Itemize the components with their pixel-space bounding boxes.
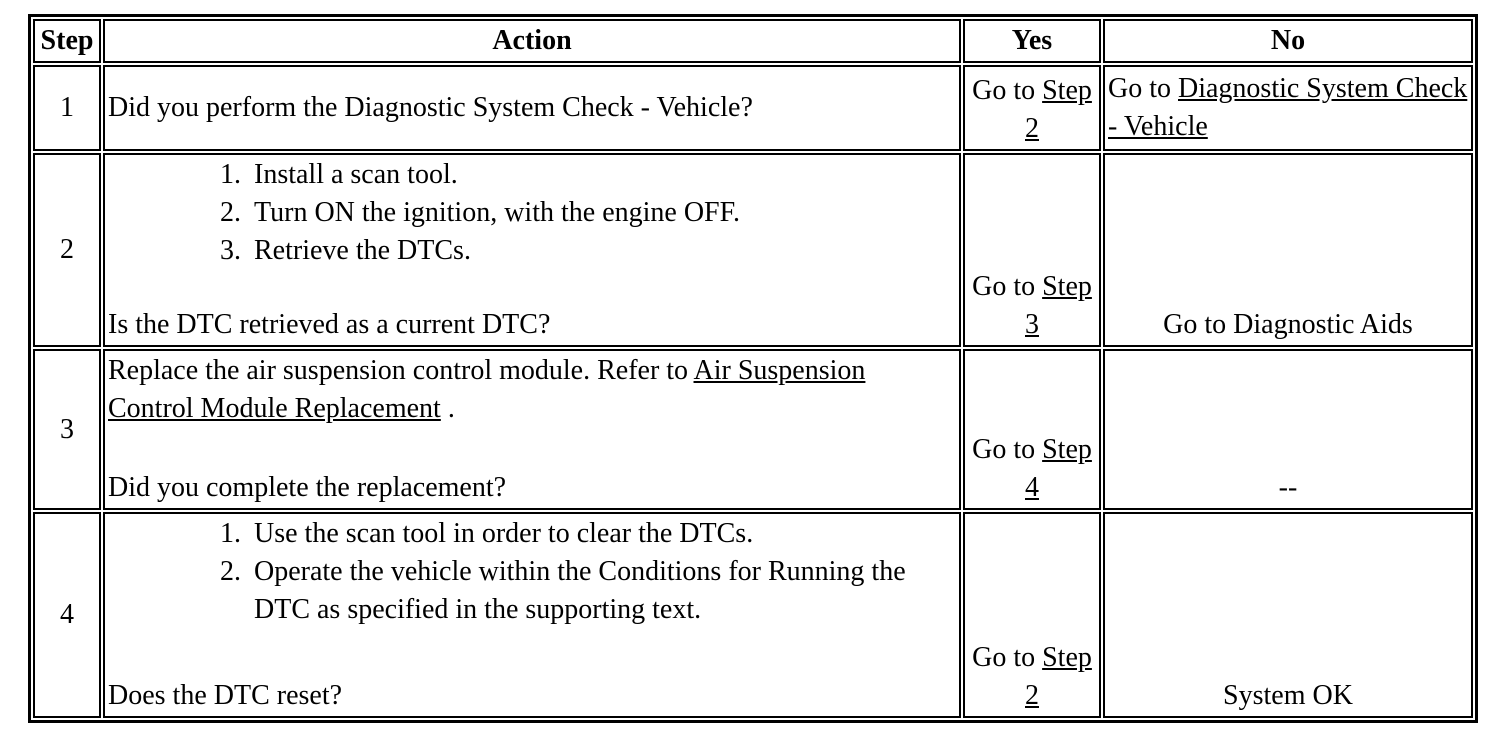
- link-step-2[interactable]: Step 2: [1025, 641, 1092, 711]
- no-text: System OK: [1223, 680, 1353, 711]
- action-prefix-text: Replace the air suspension control modul…: [108, 355, 694, 387]
- yes-cell: Go to Step 3: [963, 153, 1101, 348]
- yes-cell: Go to Step 4: [963, 349, 1101, 511]
- step-number: 3: [33, 349, 101, 511]
- col-header-step: Step: [33, 19, 101, 64]
- link-step-3[interactable]: Step 3: [1025, 270, 1092, 340]
- action-cell: Use the scan tool in order to clear the …: [103, 512, 961, 719]
- action-list-item: Operate the vehicle within the Condition…: [248, 553, 956, 629]
- col-header-no: No: [1103, 19, 1473, 64]
- action-list-item: Use the scan tool in order to clear the …: [248, 515, 956, 553]
- action-list-item: Retrieve the DTCs.: [248, 232, 956, 270]
- action-question: Is the DTC retrieved as a current DTC?: [108, 309, 551, 340]
- step-row-2: 2 Install a scan tool. Turn ON the ignit…: [33, 153, 1473, 348]
- link-diagnostic-system-check-vehicle[interactable]: Diagnostic System Check - Vehicle: [1108, 73, 1468, 143]
- yes-prefix-text: Go to: [972, 641, 1043, 673]
- step-row-3: 3 Replace the air suspension control mod…: [33, 349, 1473, 511]
- col-header-yes: Yes: [963, 19, 1101, 64]
- no-text: Go to Diagnostic Aids: [1163, 309, 1413, 340]
- action-text: Replace the air suspension control modul…: [108, 352, 956, 428]
- action-question: Did you complete the replacement?: [108, 472, 507, 503]
- action-list: Use the scan tool in order to clear the …: [108, 515, 956, 629]
- yes-cell: Go to Step 2: [963, 512, 1101, 719]
- action-list-item: Turn ON the ignition, with the engine OF…: [248, 194, 956, 232]
- step-row-1: 1 Did you perform the Diagnostic System …: [33, 65, 1473, 152]
- yes-prefix-text: Go to: [972, 74, 1043, 106]
- no-cell: Go to Diagnostic System Check - Vehicle: [1103, 65, 1473, 152]
- step-row-4: 4 Use the scan tool in order to clear th…: [33, 512, 1473, 719]
- col-header-action: Action: [103, 19, 961, 64]
- step-number: 1: [33, 65, 101, 152]
- diagnostic-steps-table: Step Action Yes No 1 Did you perform the…: [28, 14, 1478, 724]
- action-question: Did you perform the Diagnostic System Ch…: [108, 92, 753, 124]
- link-air-suspension-control-module-replacement[interactable]: Air Suspension Control Module Replacemen…: [108, 355, 866, 425]
- no-prefix-text: Go to: [1108, 73, 1178, 104]
- no-text: --: [1278, 472, 1298, 503]
- step-number: 4: [33, 512, 101, 719]
- action-cell: Install a scan tool. Turn ON the ignitio…: [103, 153, 961, 348]
- link-step-2[interactable]: Step 2: [1025, 74, 1092, 144]
- action-list-item: Install a scan tool.: [248, 156, 956, 194]
- no-cell: System OK: [1103, 512, 1473, 719]
- action-list: Install a scan tool. Turn ON the ignitio…: [108, 156, 956, 270]
- step-number: 2: [33, 153, 101, 348]
- action-cell: Did you perform the Diagnostic System Ch…: [103, 65, 961, 152]
- action-suffix-text: .: [440, 393, 455, 425]
- action-question: Does the DTC reset?: [108, 680, 343, 711]
- yes-cell: Go to Step 2: [963, 65, 1101, 152]
- link-step-4[interactable]: Step 4: [1025, 433, 1092, 503]
- no-cell: Go to Diagnostic Aids: [1103, 153, 1473, 348]
- header-row: Step Action Yes No: [33, 19, 1473, 64]
- no-cell: --: [1103, 349, 1473, 511]
- action-cell: Replace the air suspension control modul…: [103, 349, 961, 511]
- yes-prefix-text: Go to: [972, 433, 1043, 465]
- yes-prefix-text: Go to: [972, 270, 1043, 302]
